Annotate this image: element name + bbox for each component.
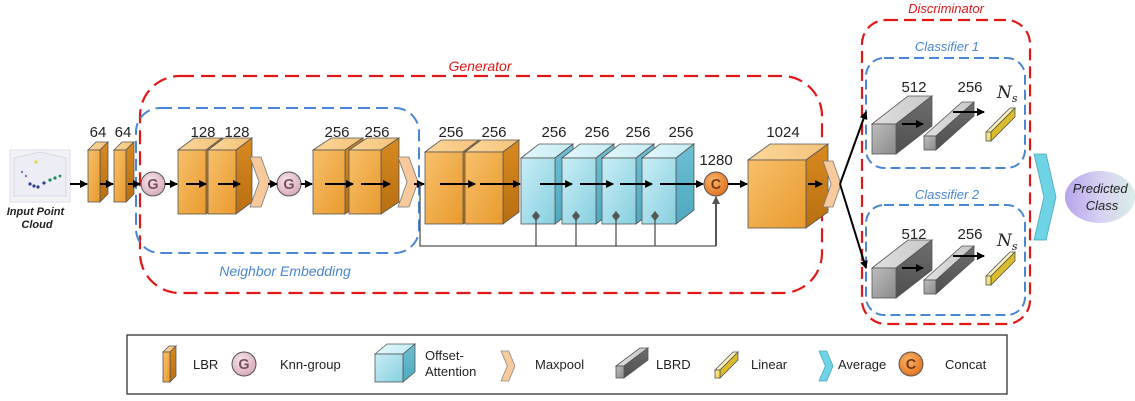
legend-lbr-icon [162,345,177,383]
lbr-pair-block-2 [463,139,521,225]
svg-text:G: G [238,357,249,373]
dim-lbr-input-1: 64 [90,124,107,141]
knn-group-node-1: G [140,171,166,197]
dim-lbr-input-2: 64 [115,124,132,141]
legend-maxpool-icon [500,350,516,382]
lbr-block-2 [113,141,135,203]
classifier2-label: Classifier 2 [915,187,980,202]
dim-oa-3: 256 [625,124,650,141]
maxpool-1 [249,156,271,208]
legend-box [126,334,1008,395]
dim-concat: 1280 [699,152,732,169]
skip-tap-node-1 [532,211,540,221]
dim-neighbor1-2: 128 [224,124,249,141]
generator-label: Generator [448,58,512,74]
legend-knn-group-icon: G [231,351,257,377]
legend-label-2: Knn-group [280,357,341,372]
legend-label-8: Concat [945,357,987,372]
dim-lbr-pair-1: 256 [438,124,463,141]
dim-global: 1024 [766,124,799,141]
dim-c2-256: 256 [957,226,982,243]
classifier1-lbrd-2 [922,101,976,151]
average-block [1033,153,1057,241]
dim-neighbor2-2: 256 [364,124,389,141]
skip-tap-node-2 [572,211,580,221]
svg-text:G: G [147,177,158,193]
legend-offset-attention-icon [373,343,417,383]
legend-label-1: LBR [193,357,218,372]
input-point-cloud-image [9,149,71,203]
dim-neighbor1-1: 128 [190,124,215,141]
skip-tap-node-4 [651,211,659,221]
legend-label-3: Offset-Attention [425,348,476,379]
knn-group-node-2: G [276,171,302,197]
input-label: Input Point Cloud [7,206,68,231]
concat-node: C [703,171,729,197]
global-feature-block [746,143,830,229]
classifier1-linear [985,107,1016,142]
maxpool-2 [397,156,419,208]
dim-lbr-pair-2: 256 [481,124,506,141]
classifier2-region [865,204,1026,316]
svg-text:C: C [711,177,721,193]
legend-label-6: Linear [751,357,788,372]
neighbor2-block-2 [347,137,401,215]
dim-c2-ns: Ns [996,231,1018,253]
dim-c1-256: 256 [957,79,982,96]
legend-linear-icon [714,351,739,379]
skip-tap-node-3 [612,211,620,221]
dim-oa-4: 256 [668,124,693,141]
neighbor1-block-2 [206,137,254,215]
legend-label-5: LBRD [656,357,691,372]
classifier2-lbrd-2 [922,245,976,295]
legend-lbrd-icon [614,347,650,379]
classifier1-label: Classifier 1 [915,39,979,54]
predicted-class-node [1065,171,1135,223]
neighbor-embedding-label: Neighbor Embedding [219,263,351,279]
dim-c1-512: 512 [901,79,926,96]
legend-label-4: Maxpool [535,357,584,372]
svg-text:G: G [283,177,294,193]
skip-connection-bus [419,184,716,247]
dim-oa-1: 256 [541,124,566,141]
legend-average-icon [818,350,834,382]
arrow-to-c2 [839,183,868,269]
legend-concat-icon: C [898,351,924,377]
arrow-to-c1 [839,111,868,185]
lbr-block-1 [87,141,109,203]
output-label: Predicted Class [1073,181,1132,213]
svg-text:C: C [906,357,916,373]
dim-c1-ns: Ns [996,83,1018,105]
legend-label-7: Average [838,357,886,372]
discriminator-region [860,18,1032,326]
dim-neighbor2-1: 256 [324,124,349,141]
classifier2-linear [985,251,1016,286]
maxpool-3 [822,160,842,208]
dim-c2-512: 512 [901,226,926,243]
discriminator-label: Discriminator [908,1,985,16]
dim-oa-2: 256 [584,124,609,141]
